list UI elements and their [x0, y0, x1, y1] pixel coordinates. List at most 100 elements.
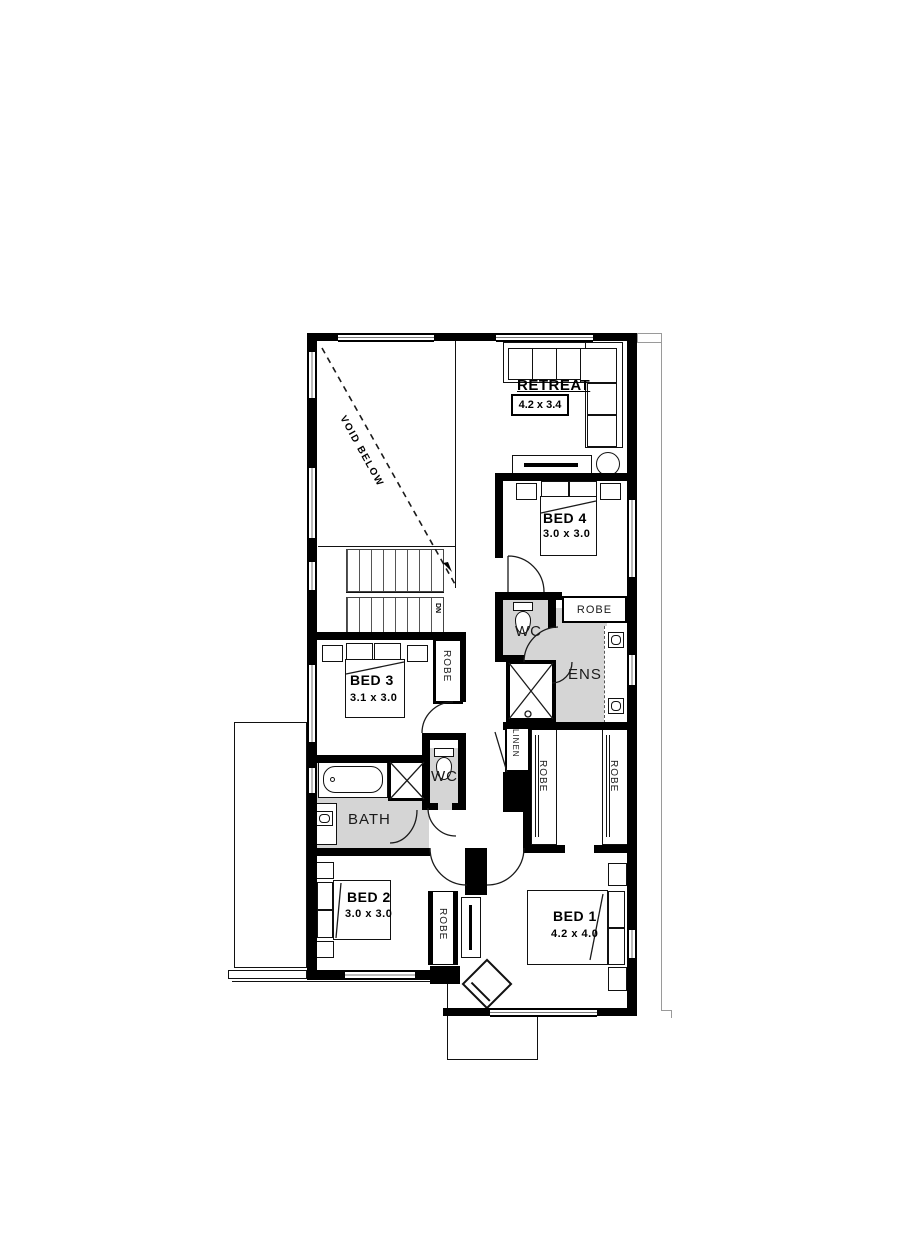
bed2-bed	[333, 880, 391, 940]
wall-wir-bottom-right	[594, 845, 637, 853]
door-arc-bed4	[507, 555, 545, 593]
bed4-label: BED 4	[543, 510, 587, 526]
bed4-dims: 3.0 x 3.0	[543, 528, 591, 540]
wall-left-d	[307, 590, 317, 665]
pillow	[608, 891, 625, 928]
stair-flight-lower	[346, 597, 444, 638]
bed3-label: BED 3	[350, 672, 394, 688]
wall-left-f	[307, 793, 317, 980]
sofa-seat	[587, 383, 617, 415]
wir-left-rail2	[538, 735, 539, 837]
wall-top-c	[593, 333, 637, 341]
wc-lower-label: WC	[431, 768, 458, 785]
toilet-bowl-lower	[436, 757, 452, 780]
pillow	[608, 928, 625, 965]
bedside-table	[322, 645, 343, 662]
wall-top-b	[434, 333, 496, 341]
shower-bath	[388, 760, 426, 801]
window-left-1	[307, 352, 317, 398]
wall-bed1-bottom-a	[443, 1008, 490, 1016]
door-arc-wc-lower	[427, 807, 457, 837]
bed3-dims: 3.1 x 3.0	[350, 692, 398, 704]
wall-bed3-top	[307, 632, 466, 640]
window-left-2	[307, 468, 317, 538]
wall-hall-stub	[465, 848, 487, 895]
wall-wc-upper-bottom	[495, 655, 524, 662]
stair-landing-line	[346, 592, 444, 593]
porch-outline-bottom	[447, 1059, 538, 1060]
window-top-2	[496, 333, 593, 342]
linen-label: LINEN	[511, 729, 520, 758]
wall-right-c	[627, 685, 637, 930]
wall-top-a	[307, 333, 338, 341]
desk-drawer-line	[524, 463, 578, 467]
bed3-bed	[345, 659, 405, 718]
terrace-edge-line	[232, 981, 444, 982]
door-arc-bed1	[486, 847, 525, 886]
wall-linen-block	[503, 772, 530, 812]
wall-wc-upper-left	[495, 592, 503, 662]
wall-wc-lower-right	[458, 748, 466, 810]
sofa-seat	[532, 348, 557, 380]
robe-bed2-label: ROBE	[437, 908, 448, 941]
wall-left-a	[307, 333, 317, 352]
eave-notch-top-right	[637, 333, 662, 343]
wall-bed2-bottom-b	[415, 970, 443, 980]
stair-direction-label: DN	[434, 603, 441, 614]
linen-box	[505, 727, 530, 772]
wall-left-e	[307, 742, 317, 768]
wall-wc-upper-right	[548, 600, 556, 628]
window-right-bed1	[627, 930, 637, 958]
bedside-table	[600, 483, 621, 500]
bed1-dims: 4.2 x 4.0	[551, 928, 599, 940]
door-arc-bed3	[421, 701, 454, 734]
wall-ens-bottom	[503, 722, 630, 730]
wall-right-d	[627, 958, 637, 1016]
window-top-1	[338, 333, 434, 342]
bath-label: BATH	[348, 811, 391, 828]
sofa-seat	[556, 348, 581, 380]
wall-retreat-bed4	[495, 473, 627, 481]
bedside-table	[407, 645, 428, 662]
bath-basin-bowl	[319, 814, 330, 823]
wall-right-a	[627, 333, 637, 500]
wir-left-label: ROBE	[537, 760, 548, 793]
wall-bed3-right-lower	[458, 733, 466, 748]
window-bed2-bottom	[345, 970, 415, 980]
door-arc-bed2	[429, 847, 468, 886]
wall-wir-bottom-left	[523, 845, 565, 853]
pillow	[374, 643, 401, 660]
wall-bed1-bottom-b	[597, 1008, 637, 1016]
robe-bed4-box	[562, 596, 627, 623]
robe-bed2-box	[428, 891, 458, 965]
window-bed1-bottom	[490, 1008, 597, 1017]
ens-label: ENS	[568, 666, 602, 683]
window-left-5-bath	[307, 768, 317, 793]
bedside-table	[516, 483, 537, 500]
wall-bed4-hall	[495, 481, 503, 558]
retreat-label: RETREAT	[517, 377, 591, 394]
void-boundary-line	[455, 341, 456, 588]
bedside-table	[315, 941, 334, 958]
dresser-mirror-line	[469, 905, 472, 950]
shower-ensuite	[506, 660, 556, 722]
wir-right-rail	[606, 735, 607, 837]
wall-bed2-bottom-a	[307, 970, 345, 980]
toilet-cistern-upper	[513, 602, 533, 611]
wall-left-b	[307, 398, 317, 468]
wall-bed3-bath	[307, 755, 429, 763]
bed2-dims: 3.0 x 3.0	[345, 908, 393, 920]
wall-right-b	[627, 577, 637, 655]
wall-wc-lower-bottom-a	[428, 803, 438, 810]
bed1-label: BED 1	[553, 908, 597, 924]
void-below-label: VOID BELOW	[337, 414, 386, 489]
sofa-seat	[587, 415, 617, 447]
roof-below-outline	[234, 722, 307, 968]
ensuite-basin-2-bowl	[611, 701, 621, 711]
wall-wc-lower-left	[422, 733, 430, 810]
bed4-bed	[540, 496, 597, 556]
wall-bed4-bottom	[495, 592, 562, 600]
wir-right-label: ROBE	[608, 760, 619, 793]
void-arrowhead	[443, 562, 452, 572]
